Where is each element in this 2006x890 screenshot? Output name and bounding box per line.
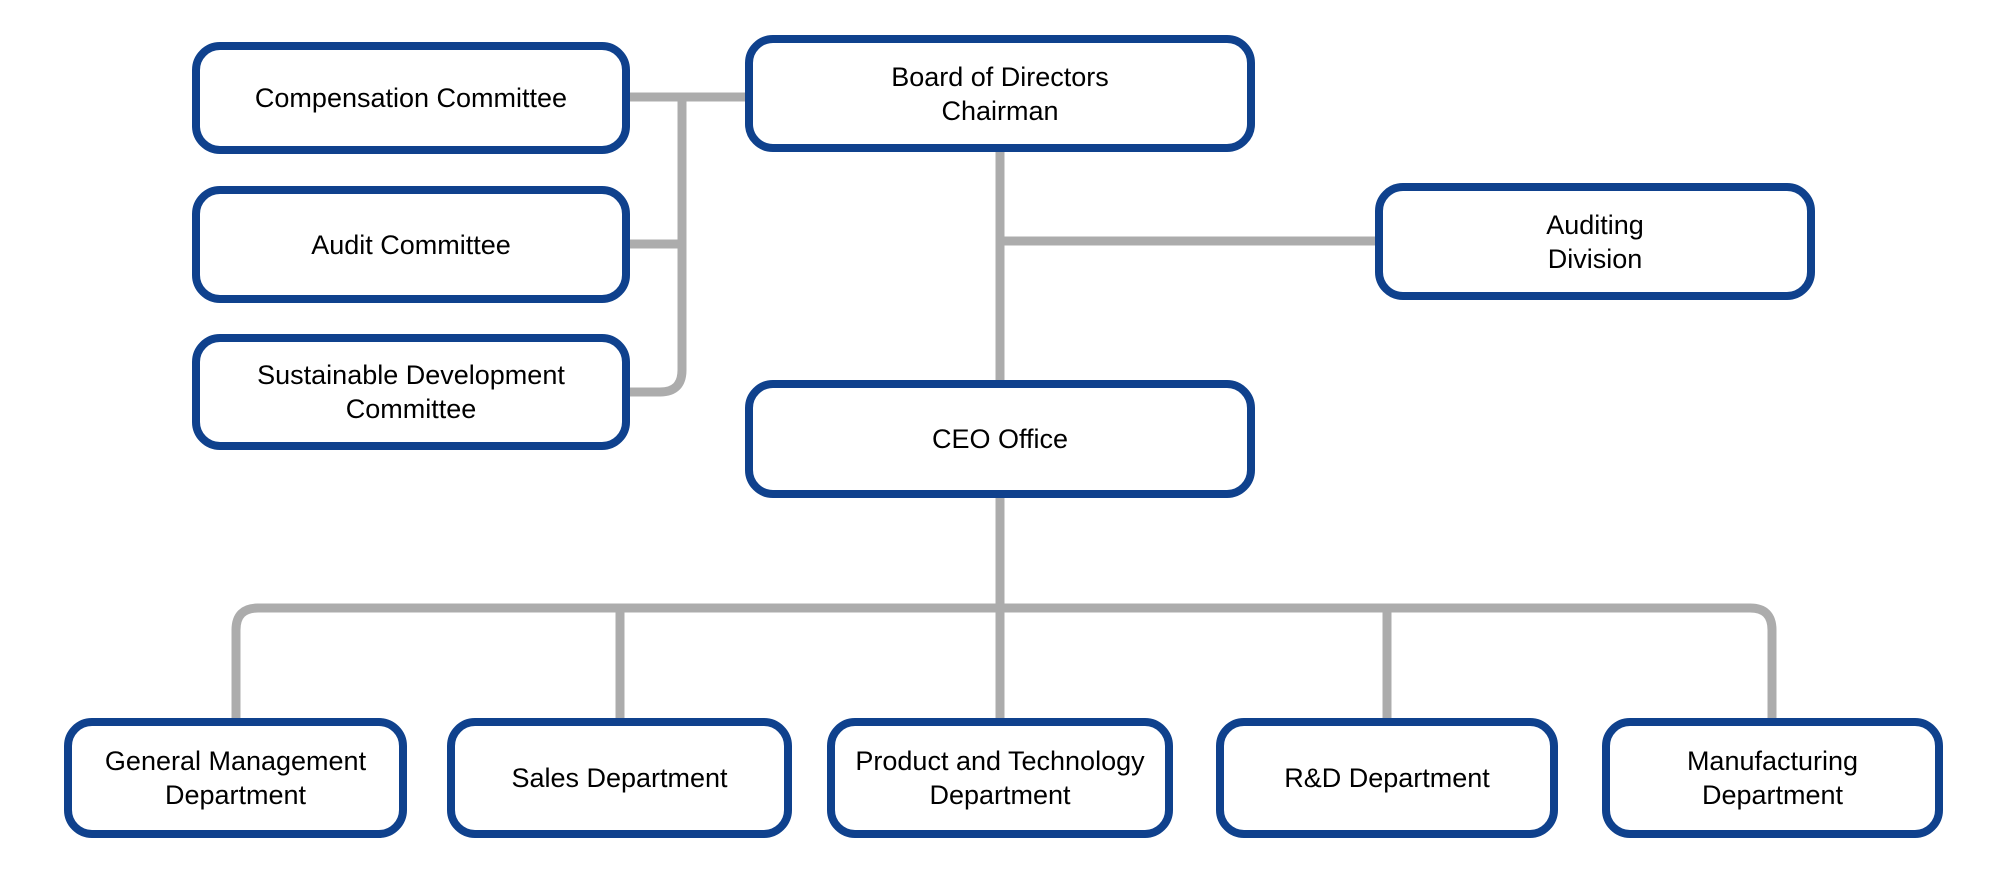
node-audit-committee: Audit Committee xyxy=(192,186,630,303)
node-label: Manufacturing Department xyxy=(1686,746,1859,810)
node-label: Audit Committee xyxy=(311,229,511,260)
node-label: Compensation Committee xyxy=(254,83,568,113)
node-label: CEO Office xyxy=(931,424,1069,454)
node-sustainable-development-committee: Sustainable Development Committee xyxy=(192,334,630,450)
node-ceo-office: CEO Office xyxy=(745,380,1255,498)
node-label: Auditing Division xyxy=(1546,209,1644,274)
node-label: Sustainable Development Committee xyxy=(257,360,565,424)
edge-departments-trunk xyxy=(231,603,1777,718)
node-label: Sales Department xyxy=(511,763,728,793)
node-general-management-department: General Management Department xyxy=(64,718,407,838)
node-compensation-committee: Compensation Committee xyxy=(192,42,630,154)
node-sales-department: Sales Department xyxy=(447,718,792,838)
node-product-and-technology-department: Product and Technology Department xyxy=(827,718,1173,838)
node-label: R&D Department xyxy=(1284,763,1490,793)
node-rd-department: R&D Department xyxy=(1216,718,1558,838)
node-auditing-division: Auditing Division xyxy=(1375,183,1815,300)
node-board-of-directors-chairman: Board of Directors Chairman xyxy=(745,35,1255,152)
edge-committees-vertical xyxy=(630,93,687,397)
node-label: General Management Department xyxy=(104,746,367,810)
node-manufacturing-department: Manufacturing Department xyxy=(1602,718,1943,838)
node-label: Board of Directors Chairman xyxy=(891,61,1109,126)
node-label: Product and Technology Department xyxy=(855,746,1145,810)
